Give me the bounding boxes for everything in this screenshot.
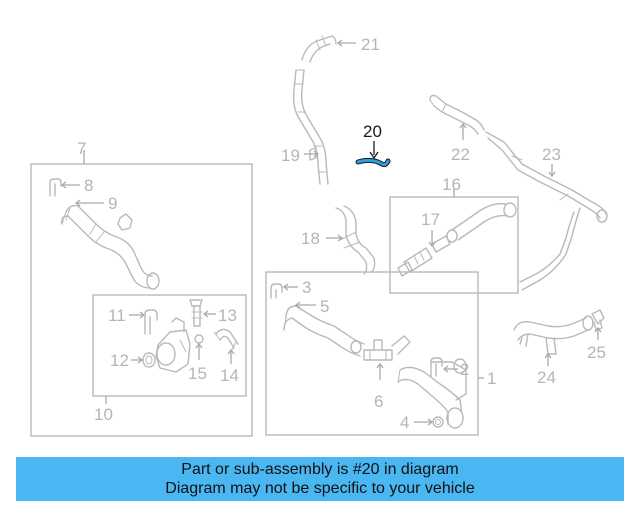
part-16-pipe	[446, 202, 517, 243]
part-18-hose	[335, 205, 376, 275]
part-housing	[155, 317, 191, 373]
callout-19: 19	[281, 146, 300, 165]
leader-arrowheads	[60, 39, 602, 426]
part-21-hose	[301, 35, 337, 63]
callout-4: 4	[400, 413, 409, 432]
callout-5: 5	[320, 297, 329, 316]
part-20-hose-highlighted[interactable]	[355, 157, 391, 168]
callout-2: 2	[460, 360, 469, 379]
callout-1: 1	[487, 369, 496, 388]
part-2-clamp	[430, 357, 443, 377]
callout-11: 11	[108, 306, 126, 325]
callout-25: 25	[587, 343, 606, 362]
callout-8: 8	[84, 176, 93, 195]
part-6-tee	[363, 335, 411, 361]
callout-13: 13	[218, 306, 237, 325]
part-23-pipe	[485, 131, 608, 291]
part-4-oring	[432, 416, 444, 428]
callout-12: 12	[110, 351, 129, 370]
part-24-pipe	[513, 315, 594, 355]
banner-line-2: Diagram may not be specific to your vehi…	[165, 480, 475, 497]
callout-3: 3	[302, 278, 311, 297]
banner-line-1: Part or sub-assembly is #20 in diagram	[181, 461, 459, 478]
part-8-clamp	[49, 178, 62, 197]
part-22-hose	[429, 94, 485, 135]
callout-23: 23	[542, 145, 561, 164]
callout-10: 10	[94, 405, 113, 424]
callout-7: 7	[77, 139, 86, 158]
part-11-clamp	[144, 309, 158, 335]
part-17-valve	[397, 235, 451, 277]
part-3-clamp	[270, 283, 283, 299]
group-box-16	[389, 196, 519, 294]
part-outlet-pipe	[397, 358, 467, 429]
callout-21: 21	[361, 35, 380, 54]
callout-18: 18	[301, 229, 320, 248]
part-14-hose	[213, 328, 239, 351]
part-19-pipe	[292, 69, 329, 185]
callout-15: 15	[188, 364, 207, 383]
part-15-oring	[194, 334, 204, 344]
part-13-fitting	[189, 299, 203, 327]
callout-14: 14	[220, 366, 239, 385]
callout-22: 22	[451, 145, 470, 164]
callout-9: 9	[108, 194, 117, 213]
callout-24: 24	[537, 368, 556, 387]
part-5-hose	[283, 305, 365, 357]
callout-17: 17	[421, 210, 440, 229]
callout-6: 6	[374, 392, 383, 411]
callout-20: 20	[363, 122, 382, 141]
group-box-10	[92, 294, 247, 397]
part-12-gasket	[142, 352, 156, 368]
callout-16: 16	[442, 175, 461, 194]
info-banner: Part or sub-assembly is #20 in diagram D…	[16, 457, 624, 501]
part-9-hose	[60, 204, 160, 290]
group-box-7	[30, 163, 253, 437]
